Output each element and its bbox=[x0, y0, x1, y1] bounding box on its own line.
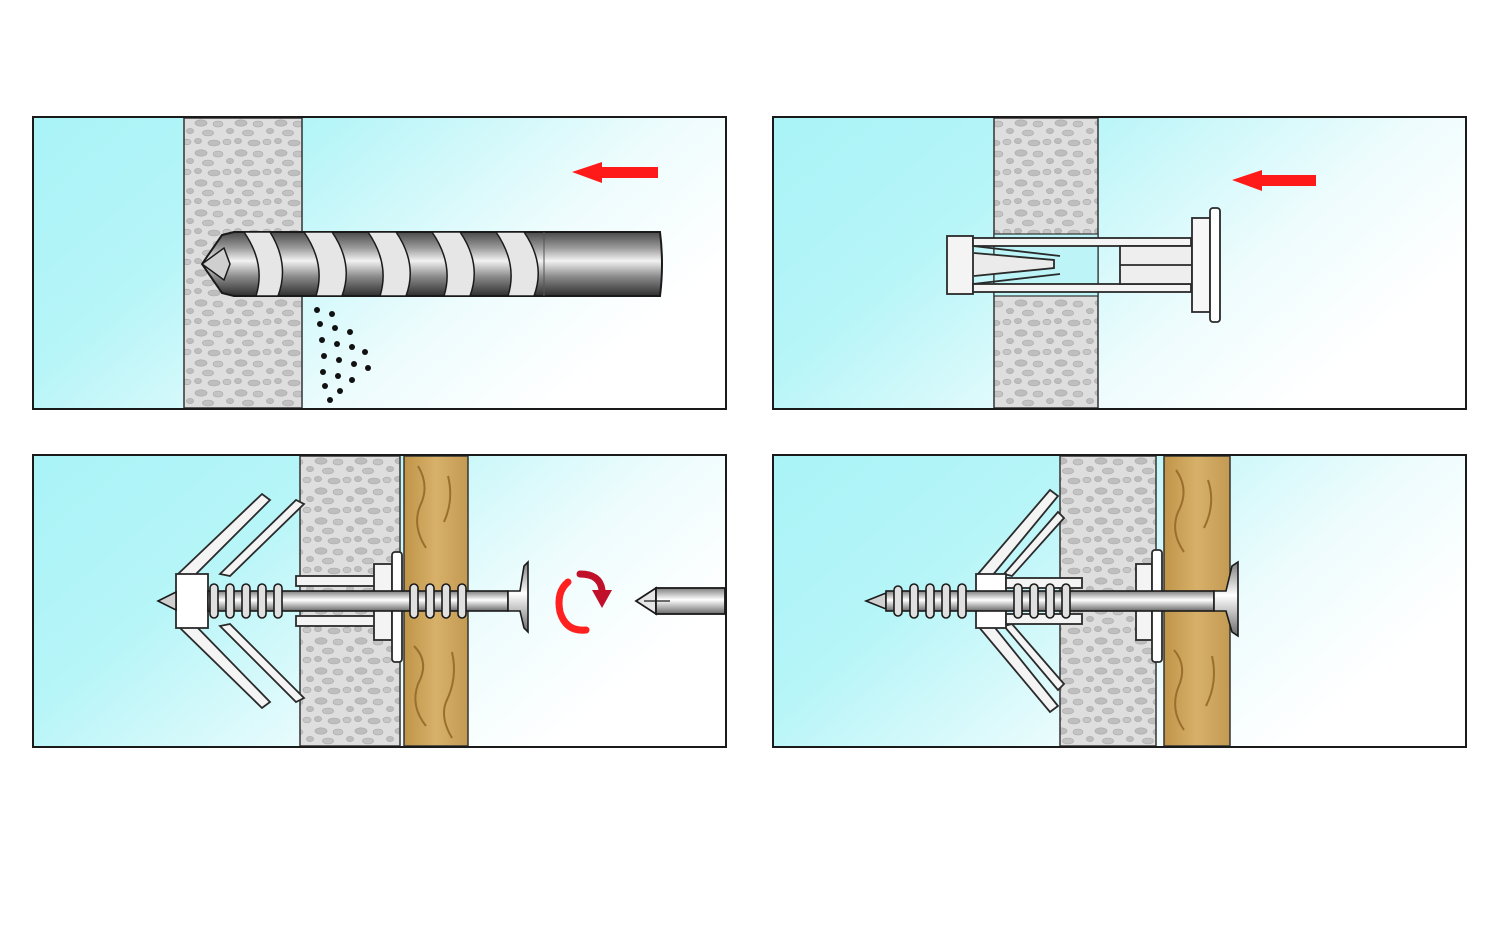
wood-grain bbox=[413, 465, 455, 739]
step-3-tighten-screw-panel bbox=[32, 454, 727, 748]
drill-dust bbox=[314, 307, 371, 403]
step-2-illustration bbox=[774, 118, 1465, 408]
step-2-insert-anchor-panel bbox=[772, 116, 1467, 410]
screw-icon bbox=[156, 560, 529, 634]
step-1-illustration bbox=[34, 118, 725, 408]
step-3-illustration bbox=[34, 456, 725, 746]
wall-anchor-icon bbox=[175, 492, 403, 710]
screw-icon bbox=[863, 560, 1239, 638]
wall-anchor-icon bbox=[946, 207, 1221, 323]
screwdriver-icon bbox=[634, 586, 725, 616]
wood-grain bbox=[1173, 469, 1215, 731]
red-arrow-icon bbox=[1232, 170, 1316, 191]
rotate-arrow-icon bbox=[555, 570, 612, 634]
step-4-fixed-panel bbox=[772, 454, 1467, 748]
step-4-illustration bbox=[774, 456, 1465, 746]
drill-bit-icon bbox=[200, 231, 663, 297]
step-1-drilling-panel bbox=[32, 116, 727, 410]
red-arrow-icon bbox=[572, 162, 658, 183]
